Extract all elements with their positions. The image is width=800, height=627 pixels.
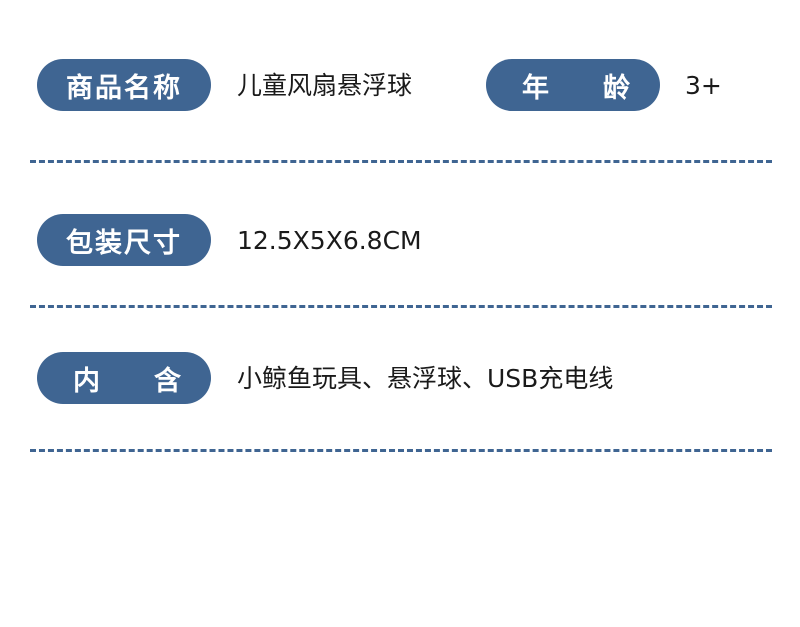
value-contents: 小鲸鱼玩具、悬浮球、USB充电线 (237, 364, 614, 393)
value-package-size: 12.5X5X6.8CM (237, 226, 422, 255)
label-package-size: 包装尺寸 (37, 214, 211, 266)
divider-3 (30, 449, 772, 452)
divider-2 (30, 305, 772, 308)
label-age-char-2: 龄 (603, 72, 632, 104)
value-product-name: 儿童风扇悬浮球 (237, 71, 413, 100)
value-age: 3+ (685, 71, 722, 100)
label-age: 年 龄 (486, 59, 660, 111)
label-contents-char-1: 内 (73, 365, 102, 397)
label-age-char-1: 年 (522, 72, 551, 104)
label-contents-char-2: 含 (154, 365, 183, 397)
label-contents: 内 含 (37, 352, 211, 404)
label-product-name: 商品名称 (37, 59, 211, 111)
divider-1 (30, 160, 772, 163)
